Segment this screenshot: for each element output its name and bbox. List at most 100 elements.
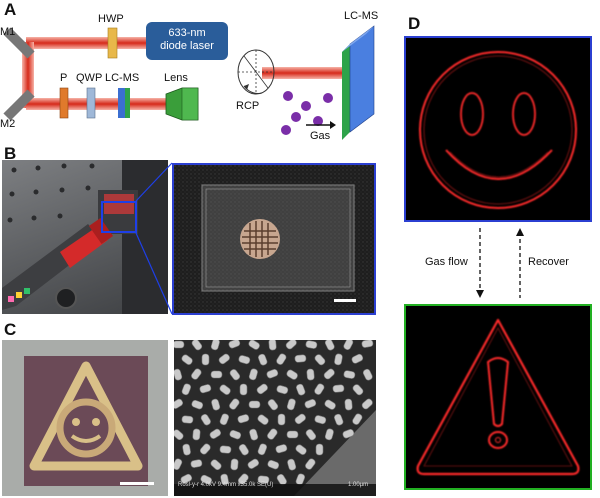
sem-nanopillar bbox=[351, 353, 364, 364]
warning-exclamation-bar bbox=[486, 357, 510, 427]
sem-nanopillar bbox=[304, 399, 317, 409]
sem-nanopillar bbox=[229, 429, 242, 440]
sem-nanopillar bbox=[286, 430, 299, 439]
panel-label-d: D bbox=[408, 14, 421, 33]
sem-nanopillar bbox=[344, 398, 353, 411]
label-rcp: RCP bbox=[236, 100, 260, 112]
sem-nanopillar bbox=[238, 355, 251, 365]
sem-nanopillar bbox=[352, 413, 363, 425]
sem-nanopillar bbox=[219, 445, 232, 454]
hologram-smiley bbox=[404, 36, 592, 222]
sem-info-text: Rosl-y-r 4.0kV 9.4mm x35.0k SE(U) bbox=[178, 482, 274, 488]
label-m1: M1 bbox=[0, 26, 16, 38]
sem-nanopillar bbox=[332, 384, 345, 393]
sem-nanopillar bbox=[296, 383, 306, 396]
sem-nanopillar bbox=[191, 340, 203, 351]
sem-nanopillar bbox=[219, 413, 230, 426]
sem-nanopillar bbox=[334, 413, 344, 426]
sem-nanopillar bbox=[314, 354, 326, 366]
sem-nanopillar bbox=[229, 369, 241, 381]
sem-nanopillar bbox=[352, 384, 364, 396]
sem-nanopillar bbox=[210, 340, 220, 351]
sem-nanopillar bbox=[247, 458, 259, 469]
sem-nanopillar bbox=[219, 384, 231, 395]
sem-nanopillar bbox=[314, 415, 327, 425]
mirror-m2 bbox=[3, 89, 35, 121]
sem-nanopillar bbox=[249, 428, 259, 441]
label-polarizer: P bbox=[60, 72, 68, 84]
sem-nanopillar bbox=[294, 413, 306, 425]
lcms-left-green bbox=[125, 88, 130, 118]
sem-nanopillar bbox=[210, 459, 222, 471]
sem-nanopillar bbox=[275, 444, 288, 454]
polarizer-plate bbox=[59, 87, 69, 119]
sem-nanopillar bbox=[174, 398, 183, 409]
sem-scale-text: 1.00µm bbox=[348, 482, 369, 488]
sem-nanopillar bbox=[218, 353, 230, 365]
sem-nanopillar bbox=[181, 415, 194, 424]
sem-nanopillar bbox=[174, 368, 183, 381]
qwp-plate bbox=[86, 87, 96, 119]
sem-nanopillar bbox=[286, 369, 298, 380]
sem-nanopillar bbox=[192, 428, 201, 441]
laser-source-box: 633-nm diode laser bbox=[146, 22, 228, 60]
metasurface-sample-photo bbox=[172, 163, 376, 315]
hwp-plate bbox=[107, 27, 118, 59]
smiley-left-eye bbox=[460, 92, 484, 136]
sem-nanopillar bbox=[191, 399, 204, 410]
sem-nanopillar bbox=[277, 413, 286, 426]
lcms-left-blue bbox=[118, 88, 125, 118]
label-lcms-right: LC-MS bbox=[344, 10, 379, 22]
sem-nanopillar bbox=[248, 368, 258, 381]
beam-right bbox=[262, 67, 344, 79]
sem-nanopillar bbox=[324, 340, 335, 351]
sem-nanopillar bbox=[200, 474, 212, 485]
sem-nanopillar bbox=[342, 429, 355, 439]
sem-nanopillar bbox=[182, 443, 191, 456]
sem-nanopillar bbox=[256, 383, 268, 395]
sem-nanopillar bbox=[324, 399, 336, 410]
sem-nanopillar bbox=[248, 400, 261, 409]
sem-nanopillar bbox=[190, 459, 203, 468]
label-gas: Gas bbox=[310, 130, 331, 142]
sem-nanopillar bbox=[257, 475, 270, 484]
sem-nanopillar bbox=[315, 443, 324, 456]
laser-label-line2: diode laser bbox=[160, 40, 214, 52]
sem-nanopillar bbox=[305, 458, 316, 470]
sem-nanopillar bbox=[294, 354, 307, 363]
sem-nanopillar bbox=[361, 340, 374, 348]
lcms-right-green bbox=[342, 44, 350, 140]
sem-nanopillar bbox=[267, 399, 279, 411]
panel-label-c: C bbox=[4, 320, 17, 339]
sem-nanopillar bbox=[210, 370, 223, 379]
smiley-right-eye bbox=[512, 92, 536, 136]
smiley-face-outline bbox=[419, 51, 577, 209]
sem-nanopillar bbox=[314, 383, 325, 395]
sem-nanopillar bbox=[361, 398, 373, 410]
sem-nanopillar bbox=[305, 340, 318, 349]
sem-nanopillar bbox=[276, 385, 289, 395]
label-qwp: QWP bbox=[76, 72, 103, 84]
sem-nanopillar bbox=[191, 368, 202, 380]
sem-nanopillar bbox=[229, 398, 240, 410]
sem-nanopillar bbox=[334, 353, 343, 366]
panel-label-a: A bbox=[4, 0, 17, 19]
sem-nanopillar bbox=[239, 383, 248, 396]
sem-nanopillar bbox=[285, 340, 297, 350]
label-hwp: HWP bbox=[98, 13, 124, 25]
sem-nanopillar bbox=[228, 340, 241, 349]
sem-nanopillar bbox=[199, 384, 212, 394]
label-gas-flow: Gas flow bbox=[425, 256, 468, 268]
sem-nanopillar bbox=[266, 369, 279, 379]
beam-top bbox=[26, 37, 150, 49]
sem-nanopillar bbox=[343, 340, 354, 350]
label-recover: Recover bbox=[528, 256, 569, 268]
hologram-warning bbox=[404, 304, 592, 490]
warning-triangle-outline bbox=[416, 318, 580, 476]
sem-nanopillar bbox=[267, 459, 280, 470]
sem-nanopillar bbox=[343, 370, 356, 379]
sem-nanopillar bbox=[238, 444, 249, 456]
sem-nanopillar bbox=[209, 428, 221, 439]
label-lens: Lens bbox=[164, 72, 188, 84]
